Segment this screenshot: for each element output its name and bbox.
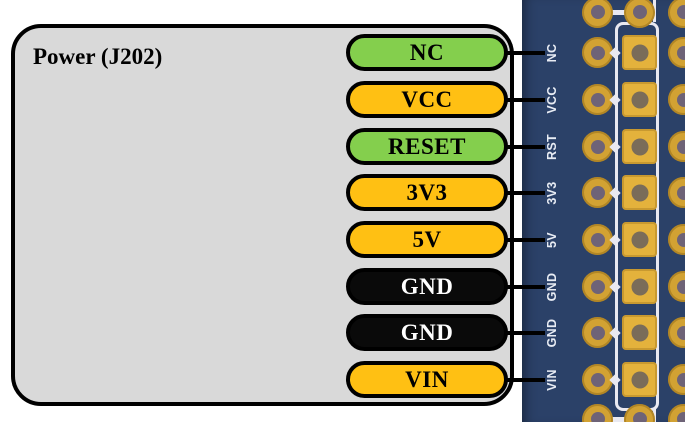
silkscreen-segment-top	[653, 0, 656, 22]
panel-title: Power (J202)	[33, 44, 163, 69]
silkscreen-segment-bottom	[653, 408, 656, 422]
pcb-photo	[522, 0, 685, 422]
power-group-panel	[11, 24, 514, 406]
connector-silkscreen-outline	[615, 22, 659, 411]
